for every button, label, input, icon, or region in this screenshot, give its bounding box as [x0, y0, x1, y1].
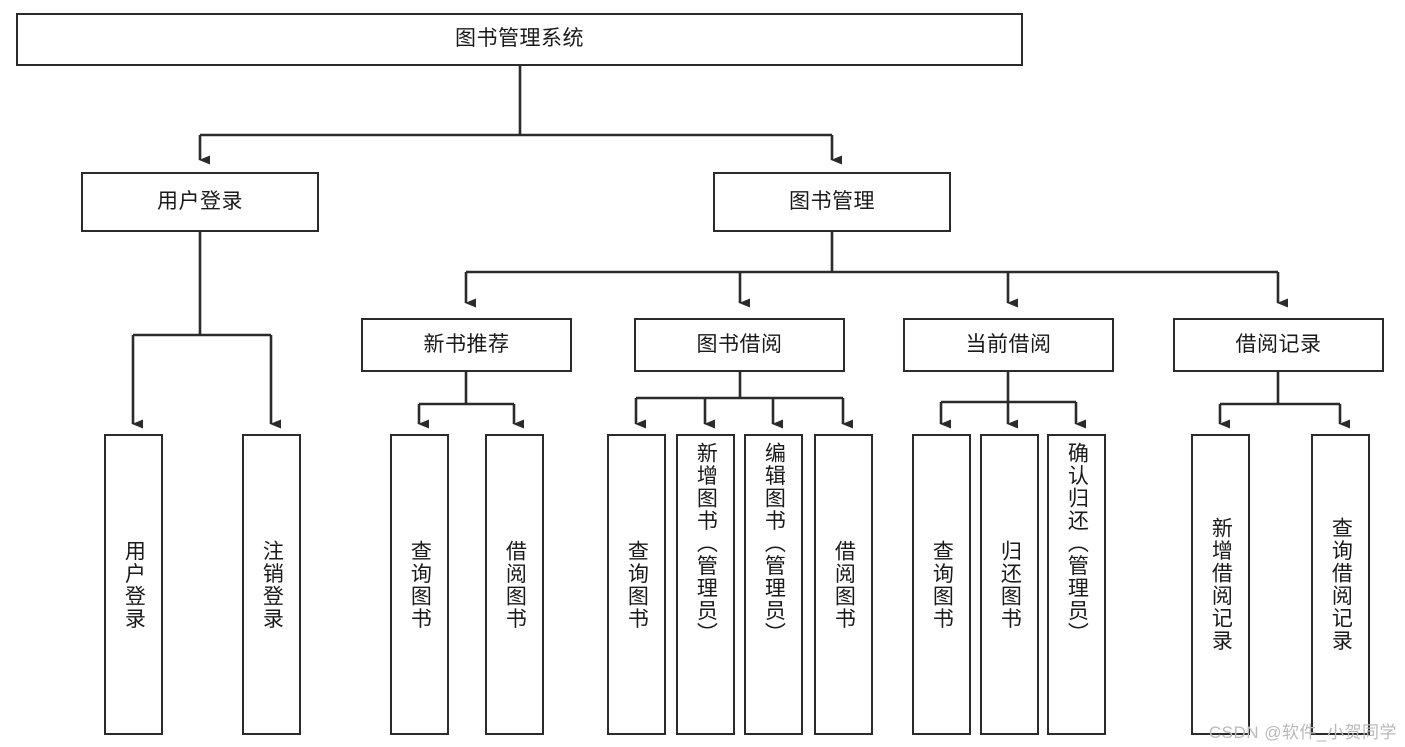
leaf-book-borrow-3-label: 编辑图书（管理员） [762, 442, 786, 645]
leaf-new-book-1[interactable]: 查询图书 [390, 434, 449, 735]
node-borrow-record[interactable]: 借阅记录 [1173, 318, 1384, 372]
node-new-book-recommend-label: 新书推荐 [423, 332, 510, 356]
node-user-login-label: 用户登录 [157, 189, 243, 213]
leaf-current-borrow-2-label: 归还图书 [998, 539, 1022, 630]
leaf-book-borrow-4-label: 借阅图书 [832, 539, 856, 630]
leaf-borrow-record-2[interactable]: 查询借阅记录 [1311, 434, 1370, 735]
leaf-user-login-1-label: 用户登录 [122, 539, 146, 630]
leaf-new-book-1-label: 查询图书 [408, 539, 432, 630]
node-book-manage-label: 图书管理 [789, 189, 875, 213]
leaf-user-login-1[interactable]: 用户登录 [104, 434, 163, 735]
leaf-current-borrow-2[interactable]: 归还图书 [980, 434, 1039, 735]
leaf-book-borrow-1-label: 查询图书 [625, 539, 649, 630]
leaf-book-borrow-1[interactable]: 查询图书 [607, 434, 666, 735]
node-borrow-record-label: 借阅记录 [1235, 332, 1322, 356]
leaf-borrow-record-1-label: 新增借阅记录 [1209, 517, 1233, 652]
node-root-label: 图书管理系统 [455, 27, 584, 51]
node-book-manage[interactable]: 图书管理 [713, 172, 951, 232]
leaf-current-borrow-3[interactable]: 确认归还（管理员） [1047, 434, 1106, 735]
node-book-borrow[interactable]: 图书借阅 [634, 318, 845, 372]
leaf-user-login-2[interactable]: 注销登录 [242, 434, 301, 735]
leaf-current-borrow-1-label: 查询图书 [930, 539, 954, 630]
leaf-book-borrow-4[interactable]: 借阅图书 [814, 434, 873, 735]
leaf-book-borrow-2-label: 新增图书（管理员） [694, 442, 718, 645]
leaf-book-borrow-3[interactable]: 编辑图书（管理员） [744, 434, 803, 735]
leaf-book-borrow-2[interactable]: 新增图书（管理员） [676, 434, 735, 735]
node-root[interactable]: 图书管理系统 [16, 13, 1023, 66]
leaf-new-book-2-label: 借阅图书 [503, 539, 527, 630]
node-book-borrow-label: 图书借阅 [696, 332, 783, 356]
leaf-borrow-record-1[interactable]: 新增借阅记录 [1191, 434, 1250, 735]
node-current-borrow[interactable]: 当前借阅 [903, 318, 1114, 372]
node-user-login[interactable]: 用户登录 [81, 172, 319, 232]
node-new-book-recommend[interactable]: 新书推荐 [361, 318, 572, 372]
leaf-current-borrow-3-label: 确认归还（管理员） [1065, 442, 1089, 645]
node-current-borrow-label: 当前借阅 [965, 332, 1052, 356]
leaf-user-login-2-label: 注销登录 [260, 539, 284, 630]
leaf-borrow-record-2-label: 查询借阅记录 [1329, 517, 1353, 652]
csdn-watermark: CSDN @软件_小贺同学 [1208, 723, 1397, 742]
leaf-current-borrow-1[interactable]: 查询图书 [912, 434, 971, 735]
leaf-new-book-2[interactable]: 借阅图书 [485, 434, 544, 735]
